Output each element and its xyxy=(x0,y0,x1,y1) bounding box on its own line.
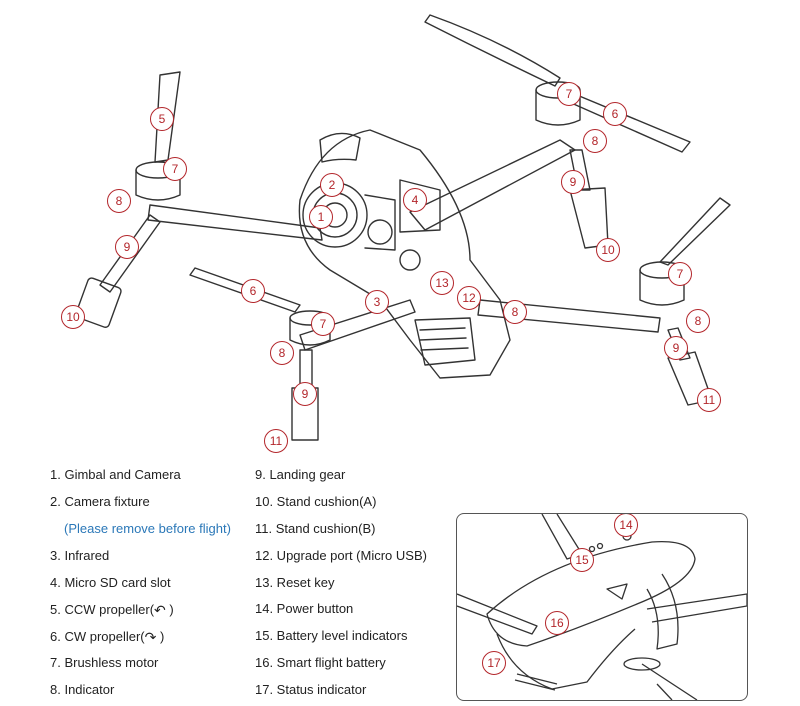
callout-7: 7 xyxy=(557,82,581,106)
callout-11: 11 xyxy=(264,429,288,453)
callout-11: 11 xyxy=(697,388,721,412)
callout-5: 5 xyxy=(150,107,174,131)
callout-14: 14 xyxy=(614,514,638,537)
legend-item-15: 15. Battery level indicators xyxy=(255,628,408,643)
legend-item-7: 7. Brushless motor xyxy=(50,655,159,670)
callout-9: 9 xyxy=(561,170,585,194)
propeller-front-right-a xyxy=(424,14,561,87)
callout-8: 8 xyxy=(686,309,710,333)
callout-17: 17 xyxy=(482,651,506,675)
propeller-rear-left xyxy=(189,267,301,313)
front-left-arm xyxy=(147,204,323,241)
callout-16: 16 xyxy=(545,611,569,635)
callout-12: 12 xyxy=(457,286,481,310)
legend-item-5: 5. CCW propeller(↶ ) xyxy=(50,602,174,618)
legend-item-8: 8. Indicator xyxy=(50,682,115,697)
callout-9: 9 xyxy=(115,235,139,259)
callout-9: 9 xyxy=(293,382,317,406)
legend-item-3: 3. Infrared xyxy=(50,548,110,563)
callout-13: 13 xyxy=(430,271,454,295)
legend-item-1: 1. Gimbal and Camera xyxy=(50,467,181,482)
legend-item-17: 17. Status indicator xyxy=(255,682,367,697)
callout-6: 6 xyxy=(603,102,627,126)
rear-right-arm xyxy=(477,299,661,333)
legend-item-12: 12. Upgrade port (Micro USB) xyxy=(255,548,427,563)
callout-10: 10 xyxy=(596,238,620,262)
legend-item-6: 6. CW propeller(↷ ) xyxy=(50,629,165,645)
callout-8: 8 xyxy=(503,300,527,324)
legend-item-13: 13. Reset key xyxy=(255,575,335,590)
legend-item-11: 11. Stand cushion(B) xyxy=(255,521,376,536)
callout-2: 2 xyxy=(320,173,344,197)
callout-8: 8 xyxy=(270,341,294,365)
callout-1: 1 xyxy=(309,205,333,229)
legend-note-remove: (Please remove before flight) xyxy=(64,521,231,536)
front-right-arm xyxy=(409,139,576,231)
callout-3: 3 xyxy=(365,290,389,314)
landing-gear-fl xyxy=(99,214,161,293)
callout-9: 9 xyxy=(664,336,688,360)
cw-rotation-icon: ↷ xyxy=(144,629,157,645)
callout-7: 7 xyxy=(163,157,187,181)
callout-6: 6 xyxy=(241,279,265,303)
callout-4: 4 xyxy=(403,188,427,212)
drone-diagram xyxy=(75,14,731,441)
callout-8: 8 xyxy=(107,189,131,213)
callout-15: 15 xyxy=(570,548,594,572)
legend-item-4: 4. Micro SD card slot xyxy=(50,575,171,590)
ccw-rotation-icon: ↶ xyxy=(154,602,166,618)
legend-item-10: 10. Stand cushion(A) xyxy=(255,494,377,509)
legend-item-16: 16. Smart flight battery xyxy=(255,655,386,670)
propeller-rear-right xyxy=(659,197,731,266)
callout-10: 10 xyxy=(61,305,85,329)
legend-item-2: 2. Camera fixture xyxy=(50,494,150,509)
callout-7: 7 xyxy=(668,262,692,286)
callout-7: 7 xyxy=(311,312,335,336)
callout-8: 8 xyxy=(583,129,607,153)
legend-item-9: 9. Landing gear xyxy=(255,467,346,482)
legend-item-14: 14. Power button xyxy=(255,601,354,616)
drone-body xyxy=(298,129,511,379)
battery-detail-inset: 14 15 16 17 xyxy=(456,513,748,701)
